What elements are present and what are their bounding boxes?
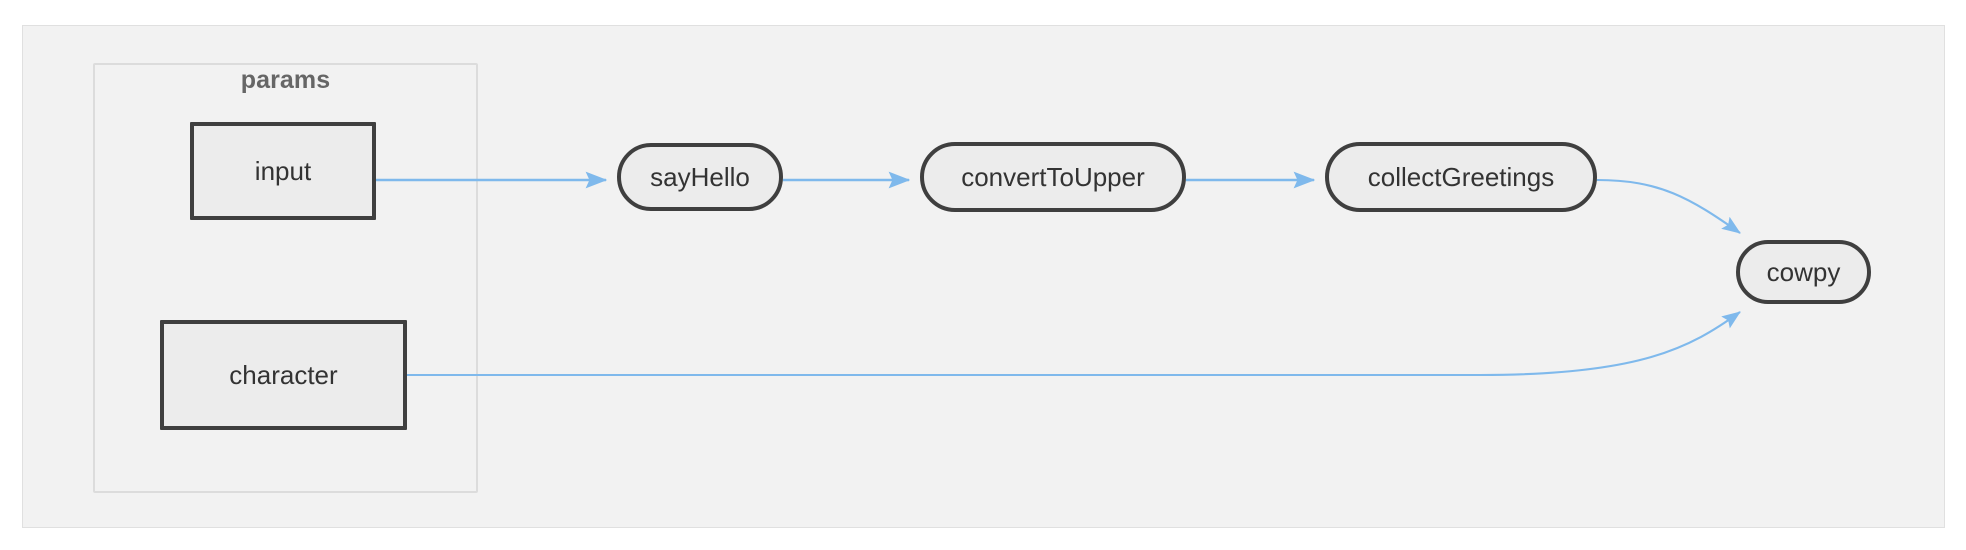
node-cowpy[interactable]: cowpy	[1736, 240, 1871, 304]
node-character-label: character	[229, 360, 338, 390]
node-input-label: input	[254, 156, 312, 186]
node-character[interactable]: character	[160, 320, 407, 430]
node-collectgreetings-label: collectGreetings	[1367, 162, 1555, 192]
node-sayhello[interactable]: sayHello	[617, 143, 783, 211]
node-input[interactable]: input	[190, 122, 376, 220]
node-converttoupper-label: convertToUpper	[961, 162, 1145, 192]
node-cowpy-label: cowpy	[1766, 257, 1841, 287]
subgraph-params-label: params	[240, 66, 331, 94]
node-converttoupper[interactable]: convertToUpper	[920, 142, 1186, 212]
node-collectgreetings[interactable]: collectGreetings	[1325, 142, 1597, 212]
node-sayhello-label: sayHello	[650, 162, 750, 192]
